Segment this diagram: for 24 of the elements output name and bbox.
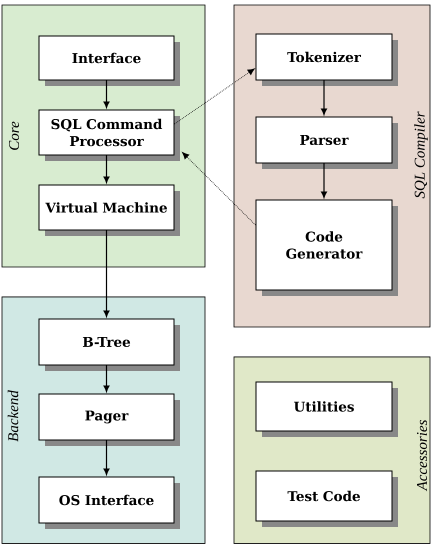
process-box: OS Interface <box>38 476 180 529</box>
arrow <box>174 68 255 124</box>
panel-label: SQL Compiler <box>414 111 428 198</box>
arrow <box>104 80 110 108</box>
process-box: SQL Command Processor <box>38 110 180 161</box>
panel-label: Accessories <box>416 420 428 492</box>
arrow <box>104 156 110 183</box>
arrow <box>321 80 327 115</box>
process-box: Test Code <box>256 470 398 527</box>
arrow <box>104 230 110 317</box>
process-box: Utilities <box>256 382 398 437</box>
arrow <box>182 152 256 226</box>
process-box: Parser <box>256 116 398 169</box>
arrow <box>104 366 110 392</box>
arrow <box>321 164 327 198</box>
process-box: Code Generator <box>256 200 398 296</box>
process-box: Tokenizer <box>256 34 398 86</box>
arrow <box>104 440 110 475</box>
panel-label: Backend <box>8 390 18 442</box>
process-box: Pager <box>38 394 180 446</box>
process-box: Interface <box>38 36 180 86</box>
panel-label: Core <box>8 122 20 150</box>
process-box: B-Tree <box>38 318 180 371</box>
process-box: Virtual Machine <box>38 184 180 236</box>
